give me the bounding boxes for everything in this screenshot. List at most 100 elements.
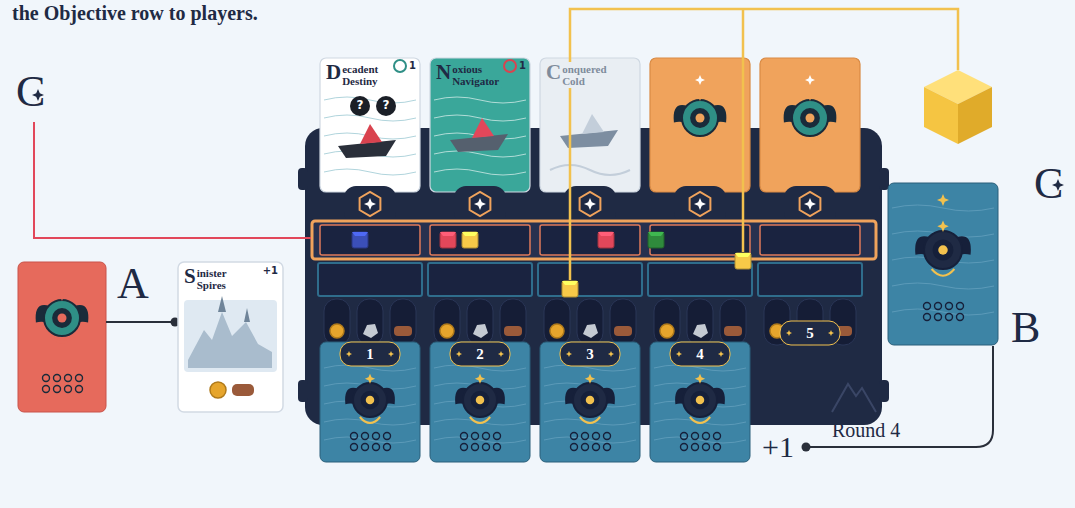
ship-sail: [472, 118, 494, 138]
star-icon: [676, 351, 682, 357]
card-icon: [692, 433, 699, 440]
star-icon: [364, 198, 376, 210]
wave-line: [434, 169, 526, 175]
wave-line: [324, 97, 416, 103]
star-icon: [346, 351, 352, 357]
star-icon: [695, 75, 705, 85]
wave-line: [434, 437, 526, 443]
hex-icon: [690, 192, 711, 216]
number-plaque: [560, 342, 620, 366]
star-icon: [474, 198, 486, 210]
star-icon: [718, 351, 724, 357]
objective-card-sinister: [178, 262, 283, 412]
emblem-eye: [806, 114, 815, 123]
card-icon: [373, 433, 380, 440]
resource-tab: [577, 299, 603, 345]
card-icon: [483, 444, 490, 451]
cloud-line: [550, 165, 630, 175]
cube: [735, 253, 751, 269]
card-icon: [65, 375, 72, 382]
star-icon: [937, 194, 949, 206]
emblem-crest: [937, 221, 948, 232]
stone-icon: [693, 324, 708, 338]
cube: [352, 232, 368, 248]
emblem-flourish: [690, 417, 710, 423]
card-icon: [483, 433, 490, 440]
card-icon: [43, 386, 50, 393]
objective-card: [650, 58, 750, 192]
number-plaque: [340, 342, 400, 366]
emblem-crest: [695, 374, 705, 384]
hex-icon: [360, 192, 381, 216]
owl-emblem: [915, 221, 971, 276]
emblem-core: [52, 308, 72, 328]
slot-number: 2: [476, 347, 484, 362]
emblem-crest: [365, 374, 375, 384]
card-icon: [351, 433, 358, 440]
round-label: Round 4: [832, 420, 900, 440]
emblem-body: [573, 383, 607, 417]
cube: [562, 281, 578, 297]
card-icon: [604, 444, 611, 451]
emblem-core: [933, 240, 954, 261]
card-title: Sinister Spires: [182, 266, 252, 292]
number-plaque: [670, 342, 730, 366]
emblem-core: [690, 108, 710, 128]
emblem-crest: [475, 374, 485, 384]
wood-icon: [614, 326, 632, 336]
card-icon: [472, 433, 479, 440]
coin-icon: [550, 324, 564, 338]
plate: [674, 186, 726, 224]
cube-top: [562, 281, 578, 285]
objective-card: [540, 58, 640, 192]
plate: [564, 186, 616, 224]
callout-letter: A: [117, 262, 149, 306]
card-icon: [946, 314, 953, 321]
star-icon: [584, 198, 596, 210]
star-icon: [786, 330, 792, 336]
coin-icon: [330, 324, 344, 338]
mountain-icon: [832, 384, 876, 412]
coin-icon: [210, 382, 226, 398]
card-face: [430, 58, 530, 192]
resource-tab: [500, 299, 526, 345]
board-notch: [298, 380, 308, 402]
round-card: [540, 342, 640, 462]
cube-top: [598, 232, 614, 236]
card-red: [18, 262, 106, 412]
wave-line: [324, 115, 416, 121]
card-icon: [593, 444, 600, 451]
emblem-crest: [585, 374, 595, 384]
spires-tower: [218, 296, 250, 322]
owl-emblem: [455, 374, 505, 423]
objective-card: [760, 58, 860, 192]
emblem-eye: [366, 396, 375, 405]
emblem-crest: [805, 90, 816, 101]
round-card: [650, 342, 750, 462]
coin-icon: [440, 324, 454, 338]
card-icon: [714, 433, 721, 440]
emblem-core: [471, 391, 490, 410]
mystery-mark: ?: [379, 99, 393, 112]
emblem-flourish: [932, 269, 955, 276]
resource-tab: [434, 299, 460, 345]
objective-row: [312, 221, 876, 259]
cube-left: [924, 87, 958, 144]
card-icon: [76, 386, 83, 393]
star-icon: [694, 198, 706, 210]
wave-line: [434, 151, 526, 157]
ship-sail: [360, 124, 382, 144]
objective-card: Sinister Spires+1: [178, 262, 283, 412]
cube-top: [440, 232, 456, 236]
leader-line-cube: [742, 9, 745, 252]
emblem-crest: [695, 90, 706, 101]
objective-card: [430, 58, 530, 192]
emblem-body: [353, 383, 387, 417]
card-icon: [714, 444, 721, 451]
emblem-core: [800, 108, 820, 128]
number-plaque: [450, 342, 510, 366]
board-notch: [879, 168, 889, 190]
card-icon: [384, 444, 391, 451]
round-bonus: +1: [762, 432, 794, 462]
